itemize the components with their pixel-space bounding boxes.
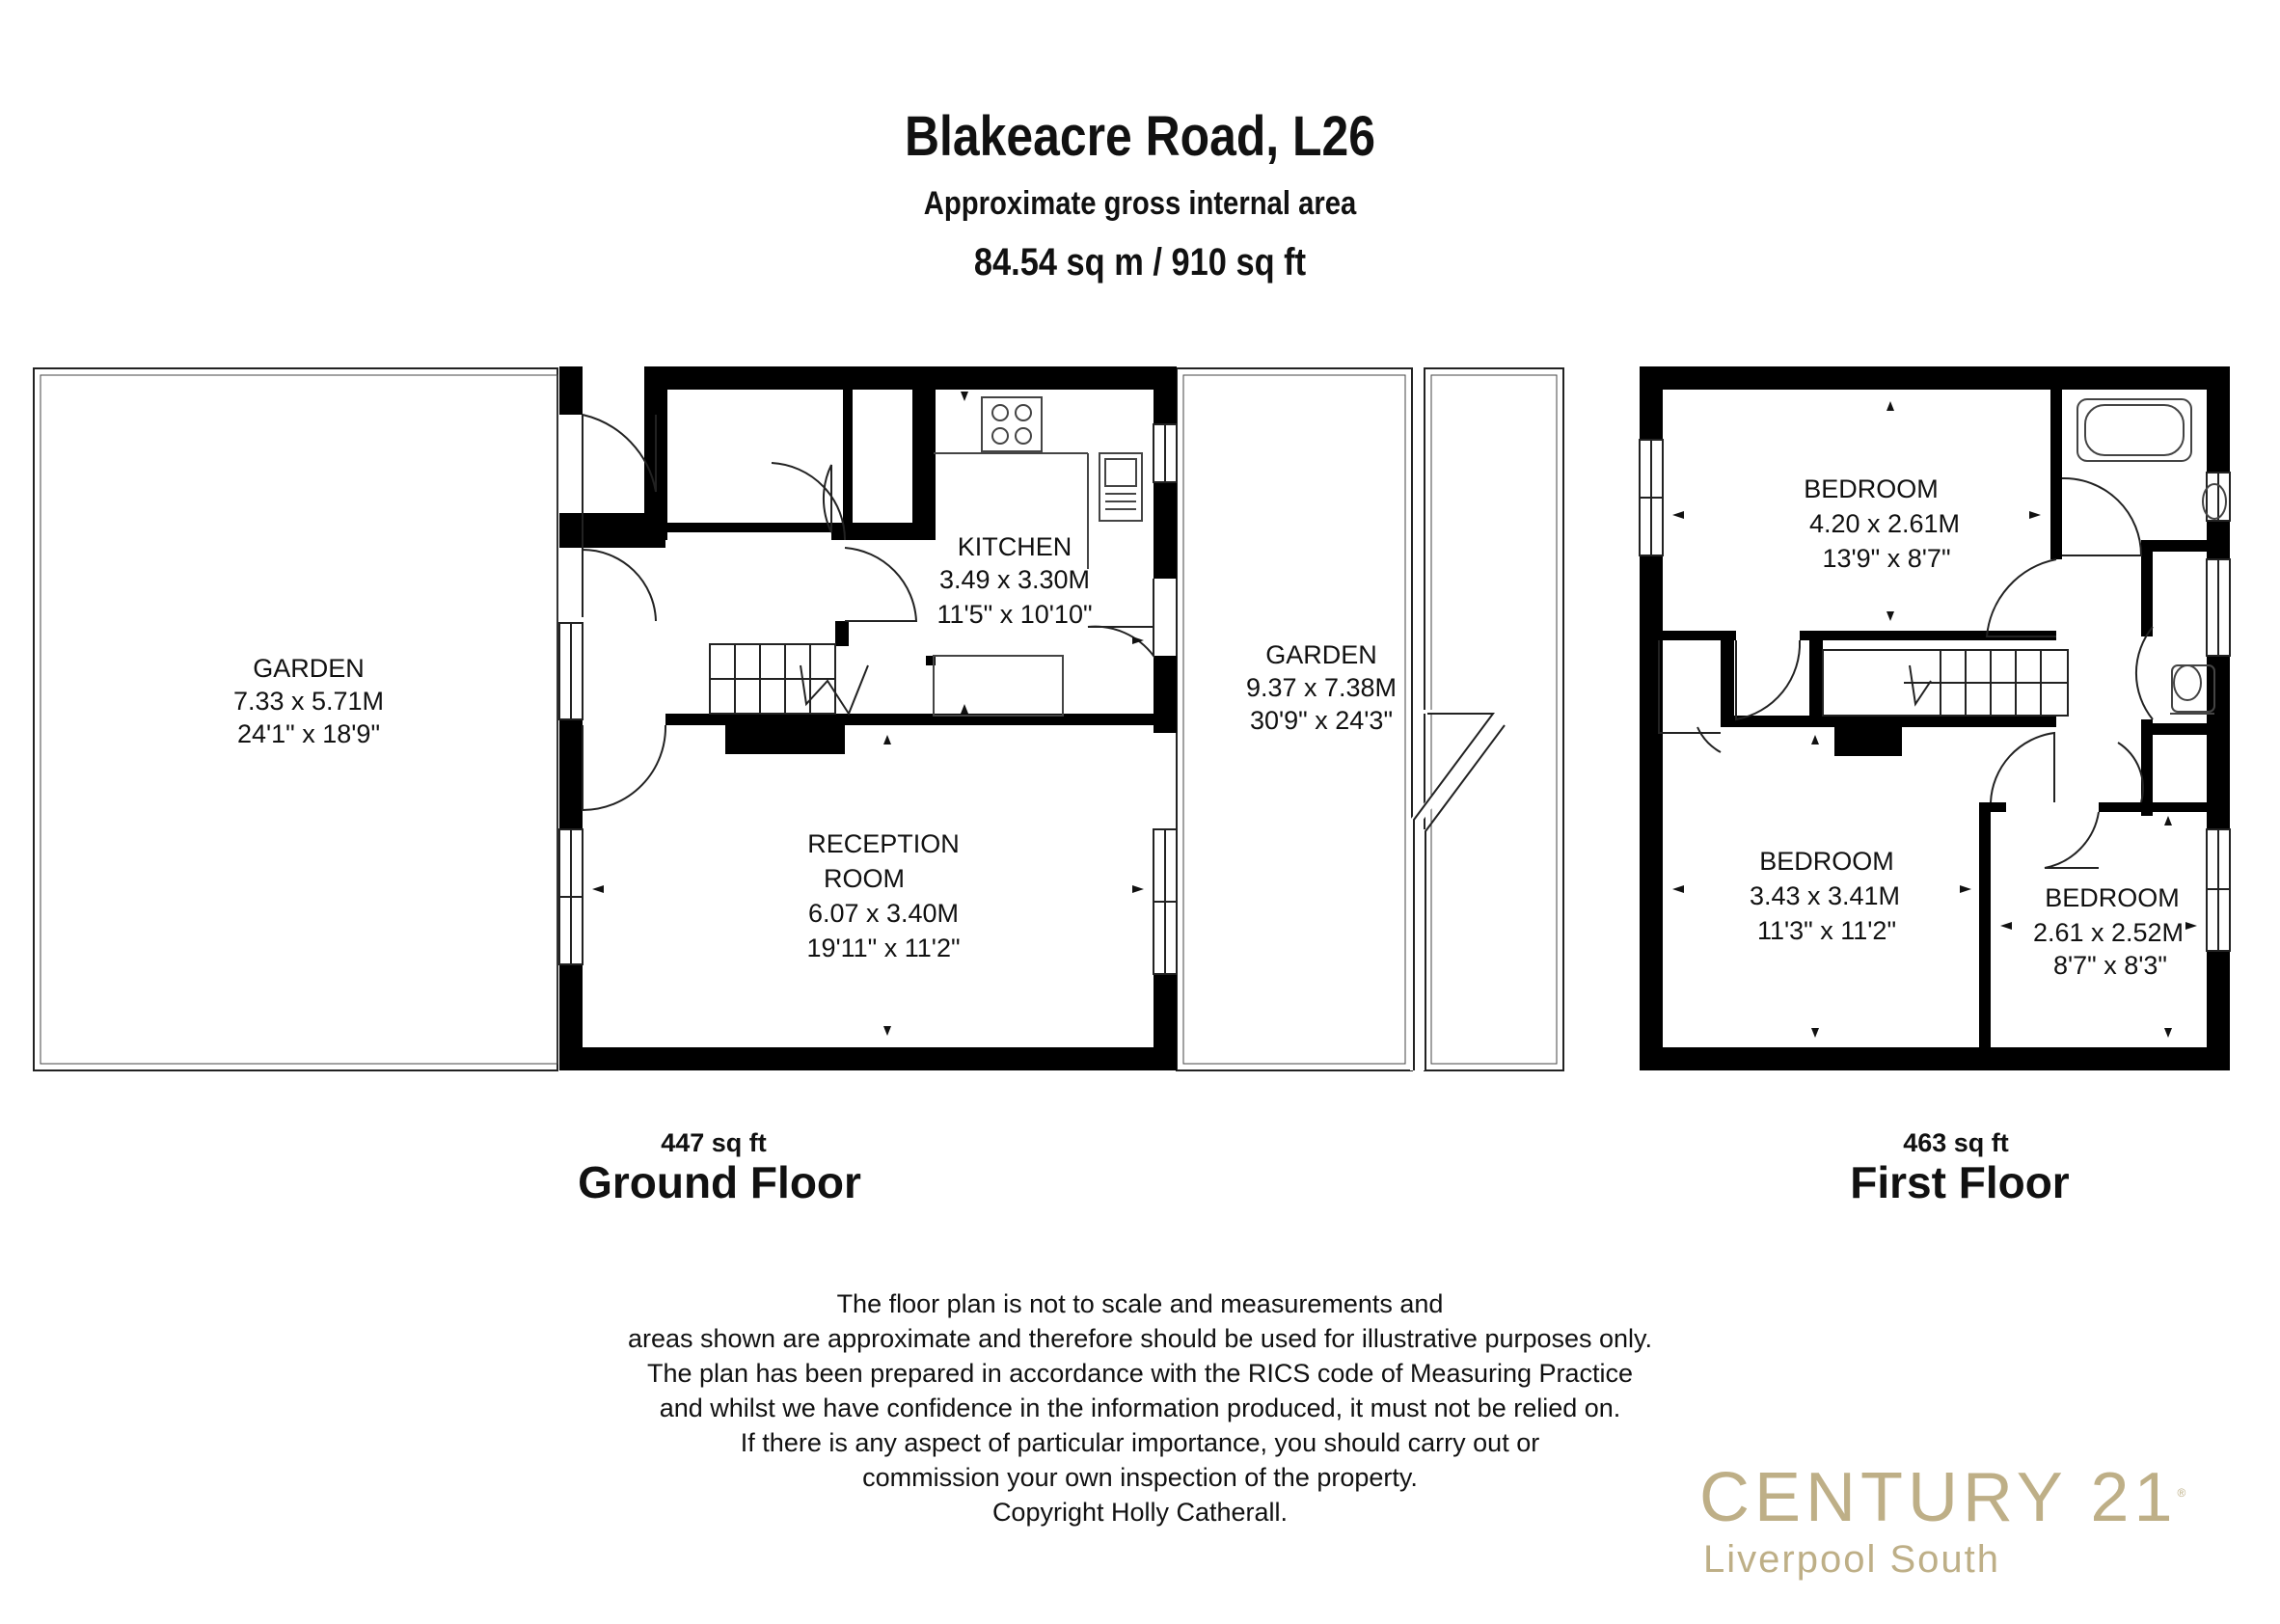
kitchen-units — [933, 396, 1143, 717]
garden-right-dim-ft: 30'9" x 24'3" — [1250, 706, 1393, 735]
total-area: 84.54 sq m / 910 sq ft — [973, 241, 1307, 284]
disclaimer-line: commission your own inspection of the pr… — [862, 1463, 1418, 1492]
first-floor-walls — [1640, 366, 2230, 1070]
first-floor-labels: BEDROOM 4.20 x 2.61M 13'9" x 8'7" BEDROO… — [1750, 474, 2184, 1207]
first-floor-area: 463 sq ft — [1903, 1128, 2009, 1157]
reception-dim-m: 6.07 x 3.40M — [808, 899, 959, 928]
ground-dimension-arrows — [592, 392, 1144, 1036]
garden-left-dim-ft: 24'1" x 18'9" — [237, 719, 380, 748]
trademark-symbol: ® — [2177, 1486, 2186, 1500]
first-floor-stairs — [1822, 649, 2069, 717]
brand-name: CENTURY 21® — [1699, 1454, 2220, 1536]
disclaimer-line: The floor plan is not to scale and measu… — [836, 1289, 1444, 1318]
bedroom3-dim-m: 2.61 x 2.52M — [2033, 918, 2184, 947]
ground-floor-name: Ground Floor — [578, 1157, 861, 1207]
reception-name-line1: RECEPTION — [807, 829, 960, 858]
bedroom2-dim-ft: 11'3" x 11'2" — [1757, 916, 1896, 945]
ground-floor-area: 447 sq ft — [661, 1128, 767, 1157]
garden-left-name: GARDEN — [253, 654, 365, 683]
ground-floor-doors — [582, 414, 1154, 812]
garden-right-dim-m: 9.37 x 7.38M — [1246, 673, 1397, 702]
bedroom1-dim-ft: 13'9" x 8'7" — [1822, 544, 1950, 573]
first-floor-windows — [1639, 439, 2231, 952]
ground-floor-plan: GARDEN 7.33 x 5.71M 24'1" x 18'9" KITCHE… — [33, 366, 1564, 1207]
ground-floor-windows — [558, 423, 1178, 975]
first-floor-doors — [1658, 476, 2154, 869]
bedroom3-name: BEDROOM — [2045, 883, 2180, 912]
first-dimension-arrows — [1672, 401, 2197, 1038]
bedroom2-name: BEDROOM — [1759, 847, 1894, 876]
ground-floor-stairs — [709, 643, 869, 717]
bedroom3-dim-ft: 8'7" x 8'3" — [2053, 951, 2167, 980]
area-subtitle: Approximate gross internal area — [923, 185, 1357, 222]
reception-name-line2: ROOM — [824, 864, 905, 893]
disclaimer: The floor plan is not to scale and measu… — [561, 1286, 1719, 1529]
disclaimer-line: The plan has been prepared in accordance… — [646, 1359, 1634, 1388]
bedroom1-dim-m: 4.20 x 2.61M — [1809, 509, 1960, 538]
plan-title: Blakeacre Road, L26 — [905, 105, 1375, 168]
brand-logo: CENTURY 21® Liverpool South — [1699, 1454, 2220, 1583]
ground-floor-labels: GARDEN 7.33 x 5.71M 24'1" x 18'9" KITCHE… — [233, 532, 1397, 1207]
bedroom1-name: BEDROOM — [1804, 474, 1939, 503]
ground-floor-walls — [559, 366, 1177, 1070]
disclaimer-line: areas shown are approximate and therefor… — [627, 1324, 1653, 1353]
brand-name-text: CENTURY 21 — [1699, 1459, 2178, 1536]
kitchen-dim-ft: 11'5" x 10'10" — [936, 600, 1092, 629]
kitchen-dim-m: 3.49 x 3.30M — [939, 565, 1090, 594]
disclaimer-line: Copyright Holly Catherall. — [991, 1498, 1289, 1527]
kitchen-name: KITCHEN — [958, 532, 1072, 561]
first-floor-fixtures — [2076, 398, 2227, 715]
disclaimer-line: and whilst we have confidence in the inf… — [659, 1394, 1621, 1422]
first-floor-plan: BEDROOM 4.20 x 2.61M 13'9" x 8'7" BEDROO… — [1639, 366, 2231, 1207]
garden-break-symbol — [1412, 368, 1466, 822]
garden-left-dim-m: 7.33 x 5.71M — [233, 687, 384, 716]
reception-dim-ft: 19'11" x 11'2" — [806, 934, 960, 962]
garden-right-name: GARDEN — [1265, 640, 1377, 669]
disclaimer-line: If there is any aspect of particular imp… — [740, 1428, 1540, 1457]
first-floor-name: First Floor — [1850, 1157, 2070, 1207]
bedroom2-dim-m: 3.43 x 3.41M — [1750, 881, 1900, 910]
brand-branch: Liverpool South — [1703, 1538, 2000, 1581]
